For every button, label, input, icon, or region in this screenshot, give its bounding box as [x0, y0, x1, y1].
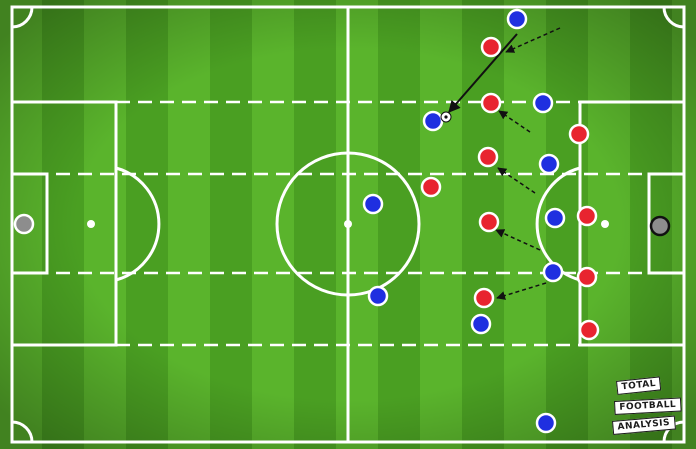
corner-arc-bottom-left — [11, 420, 34, 443]
red-player[interactable] — [473, 287, 495, 309]
press-arrow — [496, 282, 547, 300]
press-arrow — [495, 229, 541, 251]
blue-player[interactable] — [367, 285, 389, 307]
goalkeeper-left[interactable] — [13, 213, 35, 235]
red-player[interactable] — [576, 266, 598, 288]
players-layer — [13, 8, 671, 434]
left-goal-area — [10, 172, 49, 275]
movement-arrows — [448, 27, 561, 300]
press-arrow — [497, 167, 536, 194]
blue-player[interactable] — [506, 8, 528, 30]
press-arrow — [505, 27, 561, 53]
red-player[interactable] — [480, 92, 502, 114]
right-penalty-spot — [601, 220, 609, 228]
red-player[interactable] — [477, 146, 499, 168]
right-goal-area — [647, 172, 686, 275]
goalkeeper-right[interactable] — [649, 215, 671, 237]
red-player[interactable] — [578, 319, 600, 341]
red-player[interactable] — [420, 176, 442, 198]
blue-player[interactable] — [422, 110, 444, 132]
blue-player[interactable] — [470, 313, 492, 335]
blue-player[interactable] — [538, 153, 560, 175]
ball-patch — [444, 115, 448, 119]
blue-player[interactable] — [544, 207, 566, 229]
left-penalty-spot — [87, 220, 95, 228]
red-player[interactable] — [478, 211, 500, 233]
red-player[interactable] — [480, 36, 502, 58]
left-penalty-arc — [115, 166, 161, 282]
corner-arc-top-right — [662, 6, 685, 29]
centre-spot — [344, 220, 352, 228]
centre-circle — [275, 151, 421, 297]
corner-arc-top-left — [11, 6, 34, 29]
ball[interactable] — [440, 111, 452, 123]
red-player[interactable] — [568, 123, 590, 145]
pitch-spots — [87, 220, 609, 228]
blue-player[interactable] — [535, 412, 557, 434]
blue-player[interactable] — [532, 92, 554, 114]
blue-player[interactable] — [362, 193, 384, 215]
blue-player[interactable] — [542, 261, 564, 283]
red-player[interactable] — [576, 205, 598, 227]
press-arrow — [498, 110, 531, 133]
